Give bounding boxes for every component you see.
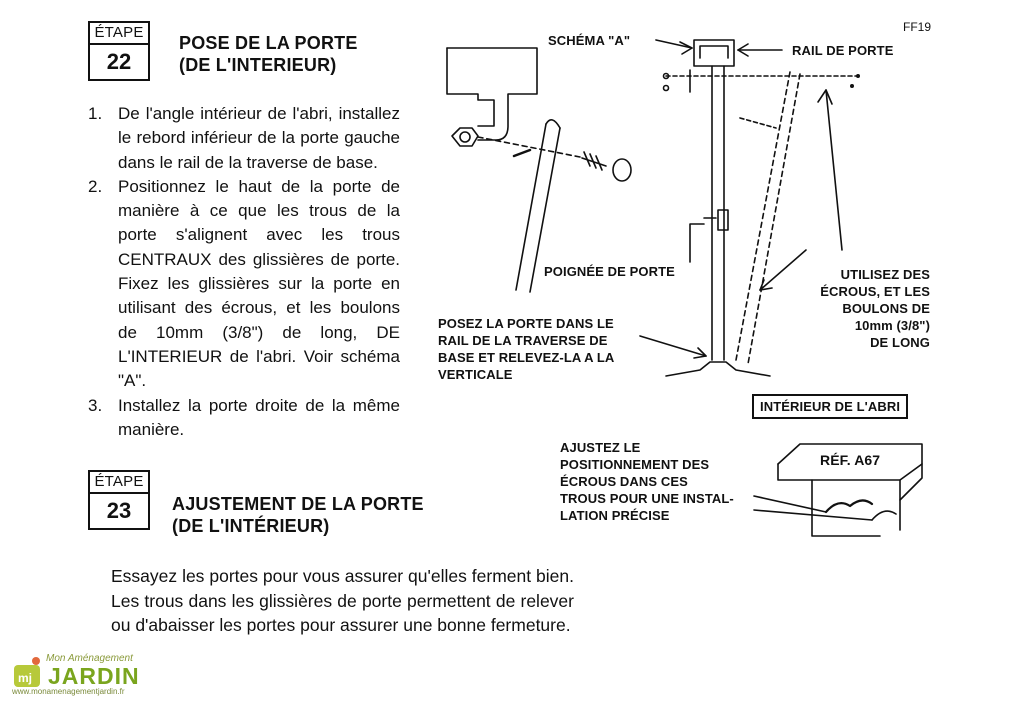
base-rail-drawing (665, 361, 771, 377)
place-door-label: POSEZ LA PORTE DANS LE RAIL DE LA TRAVER… (438, 315, 614, 383)
instruction-number: 2. (88, 176, 103, 196)
bracket-drawing (446, 47, 538, 141)
instruction-item: 3. Installez la porte droite de la même … (88, 394, 400, 443)
adjust-label: AJUSTEZ LE POSITIONNEMENT DES ÉCROUS DAN… (560, 439, 734, 524)
step-22-instructions: 1. De l'angle intérieur de l'abri, insta… (88, 102, 400, 442)
handle-label: POIGNÉE DE PORTE (544, 264, 675, 279)
instruction-text: Installez la porte droite de la même man… (118, 395, 400, 439)
step-title-line: AJUSTEMENT DE LA PORTE (172, 494, 424, 514)
place-label-line: RAIL DE LA TRAVERSE DE (438, 333, 608, 348)
logo-brand: JARDIN (48, 663, 140, 689)
adjust-label-line: TROUS POUR UNE INSTAL- (560, 491, 734, 506)
ref-a67-label: RÉF. A67 (820, 452, 881, 468)
bolts-label-line: DE LONG (870, 335, 930, 350)
step-title-line: POSE DE LA PORTE (179, 33, 358, 53)
handle-drawing (717, 209, 729, 231)
logo-tagline: Mon Aménagement (46, 653, 133, 664)
reference-code: FF19 (903, 20, 932, 34)
step-22-box: ÉTAPE 22 (88, 21, 150, 81)
place-label-line: POSEZ LA PORTE DANS LE (438, 316, 614, 331)
bolts-label-line: 10mm (3/8") (854, 318, 930, 333)
logo-icon: mj (14, 657, 40, 687)
instruction-text: De l'angle intérieur de l'abri, installe… (118, 104, 400, 172)
bolts-label-line: BOULONS DE (842, 301, 930, 316)
rail-label: RAIL DE PORTE (792, 43, 894, 58)
step-label: ÉTAPE (90, 472, 148, 494)
bolts-label-line: ÉCROUS, ET LES (820, 284, 930, 299)
step-number: 22 (106, 49, 132, 74)
step-23-box: ÉTAPE 23 (88, 470, 150, 530)
step-title-line: (DE L'INTÉRIEUR) (172, 516, 330, 536)
adjust-label-line: ÉCROUS DANS CES (560, 474, 688, 489)
adjust-label-line: LATION PRÉCISE (560, 508, 670, 523)
bolts-arrow (825, 89, 843, 251)
instruction-number: 3. (88, 395, 103, 415)
logo-url: www.monamenagementjardin.fr (12, 687, 125, 696)
step-22-title: POSE DE LA PORTE (DE L'INTERIEUR) (179, 32, 358, 76)
place-label-line: VERTICALE (438, 367, 513, 382)
svg-text:mj: mj (18, 671, 32, 685)
schema-label: SCHÉMA "A" (548, 33, 631, 48)
bracket-a67-drawing (777, 443, 923, 501)
adjust-label-line: POSITIONNEMENT DES (560, 457, 710, 472)
step-23-title: AJUSTEMENT DE LA PORTE (DE L'INTÉRIEUR) (172, 493, 424, 537)
rail-drawing (693, 39, 735, 67)
step-label: ÉTAPE (90, 23, 148, 45)
place-label-line: BASE ET RELEVEZ-LA A LA (438, 350, 615, 365)
instruction-number: 1. (88, 104, 103, 123)
instruction-item: 2. Positionnez le haut de la porte de ma… (88, 175, 400, 394)
nut-drawing (451, 127, 479, 147)
adjust-label-line: AJUSTEZ LE (560, 440, 641, 455)
step-number: 23 (106, 498, 132, 523)
interior-label: INTÉRIEUR DE L'ABRI (752, 394, 909, 419)
vertical-door-drawing (711, 65, 725, 361)
instruction-item: 1. De l'angle intérieur de l'abri, insta… (88, 102, 400, 175)
bolts-label: UTILISEZ DES ÉCROUS, ET LES BOULONS DE 1… (800, 266, 930, 351)
instruction-text: Positionnez le haut de la porte de maniè… (118, 176, 400, 391)
door-panel-drawing (515, 123, 561, 293)
step-title-line: (DE L'INTERIEUR) (179, 55, 337, 75)
step-23-paragraph: Essayez les portes pour vous assurer qu'… (111, 566, 574, 635)
bolts-label-line: UTILISEZ DES (840, 267, 930, 282)
brand-logo: mj Mon Aménagement JARDIN www.monamenage… (10, 651, 140, 699)
